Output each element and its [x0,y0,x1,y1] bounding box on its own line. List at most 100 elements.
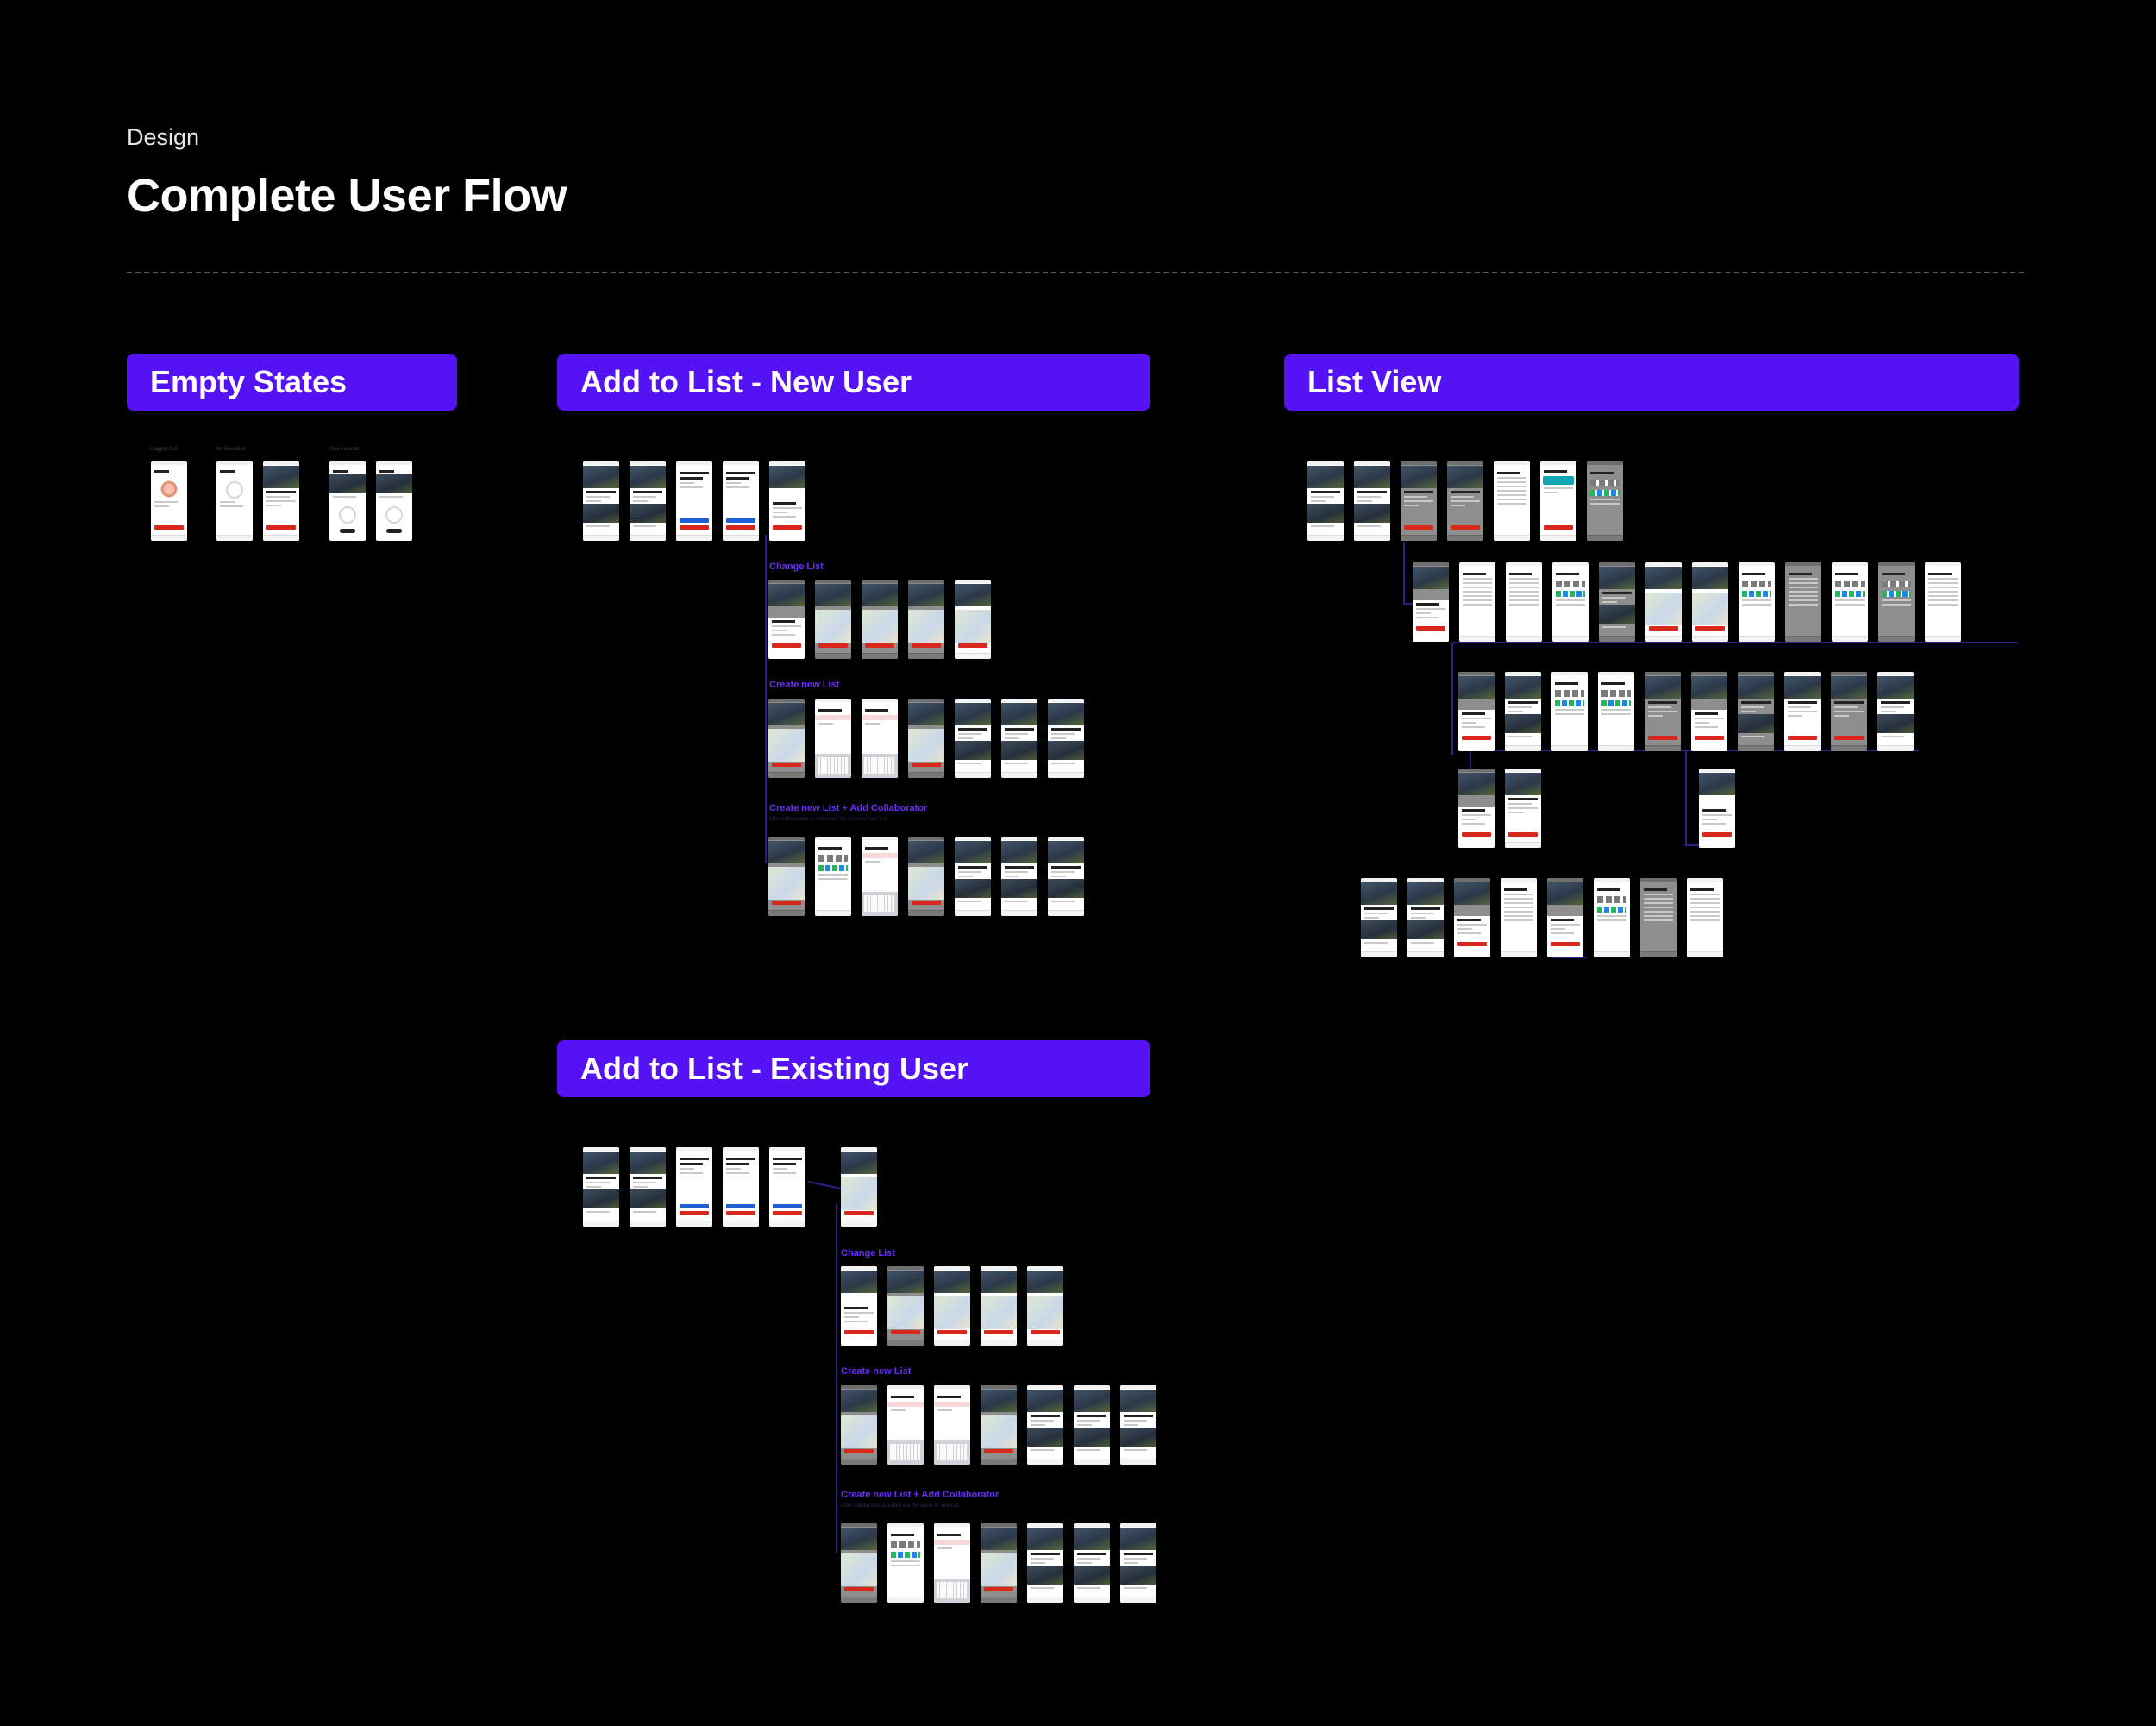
lv-row5-screen-5 [1547,878,1583,957]
lv-row2-screen-12 [1925,562,1961,642]
lv-row3-screen-10 [1877,672,1914,751]
lv-row2-screen-1 [1413,562,1449,642]
eu-create-screen-6 [1074,1385,1110,1465]
nu-change-screen-5 [955,580,991,659]
sublabel-nu-change-list: Change List [769,562,824,572]
lv-row5-screen-6 [1594,878,1630,957]
eu-collab-screen-2 [887,1523,924,1603]
lv-row2-screen-6 [1645,562,1682,642]
lv-row1-screen-3 [1401,461,1437,541]
eu-collab-screen-6 [1074,1523,1110,1603]
group-label-one-favorite: One Favorite [329,447,360,452]
eu-main-screen-4 [723,1147,759,1227]
empty-one-favorite-screen-1 [329,461,366,541]
nu-collab-screen-3 [862,837,898,916]
lv-row3-screen-2 [1505,672,1541,751]
banner-list-view-label: List View [1307,364,1442,399]
eu-create-screen-1 [841,1385,877,1465]
eu-main-screen-2 [630,1147,666,1227]
nu-change-screen-4 [908,580,944,659]
empty-no-favorites-screen-2 [263,461,299,541]
eu-create-screen-7 [1120,1385,1156,1465]
eu-collab-screen-5 [1027,1523,1063,1603]
eu-main-screen-5 [769,1147,805,1227]
nu-create-screen-3 [862,699,898,778]
group-label-logged-out: Logged Out [150,447,178,452]
nu-main-screen-4 [723,461,759,541]
lv-row3-screen-4 [1598,672,1634,751]
nu-change-screen-1 [768,580,805,659]
page-eyebrow: Design [127,124,200,150]
lv-row2-screen-5 [1599,562,1635,642]
lv-row2-screen-2 [1459,562,1495,642]
header-divider [127,272,2024,273]
lv-row2-screen-8 [1739,562,1775,642]
lv-row5-screen-2 [1407,878,1444,957]
sublabel-nu-create-collab: Create new List + Add Collaborator [769,803,928,813]
nu-create-screen-5 [955,699,991,778]
nu-main-screen-3 [676,461,712,541]
lv-row1-screen-4 [1447,461,1483,541]
eu-collab-screen-3 [934,1523,970,1603]
nu-collab-screen-6 [1001,837,1037,916]
sublabel-eu-change-list: Change List [841,1248,895,1258]
nu-change-screen-3 [862,580,898,659]
lv-row1-screen-2 [1354,461,1390,541]
eu-change-screen-1 [841,1266,877,1346]
sublabel-nu-create-list: Create new List [769,680,840,690]
eu-change-screen-4 [981,1266,1017,1346]
lv-row1-screen-5 [1494,461,1530,541]
eu-create-screen-2 [887,1385,924,1465]
lv-row5-screen-4 [1501,878,1537,957]
nu-change-screen-2 [815,580,851,659]
empty-no-favorites-screen-1 [216,461,253,541]
nu-create-screen-7 [1048,699,1084,778]
wire-lv-r3-r4b [1685,750,1699,846]
lv-row3-screen-5 [1645,672,1681,751]
sublabel-nu-create-collab-note: After collaborator is added ask for name… [769,817,887,822]
lv-row1-screen-1 [1307,461,1344,541]
lv-row4-screen-2 [1505,769,1541,848]
nu-create-screen-1 [768,699,805,778]
lv-row4-screen-1 [1458,769,1495,848]
banner-existing-user: Add to List - Existing User [557,1040,1150,1097]
lv-row2-screen-4 [1552,562,1589,642]
nu-collab-screen-4 [908,837,944,916]
lv-row4b-screen-1 [1699,769,1735,848]
eu-collab-screen-4 [981,1523,1017,1603]
lv-row3-screen-6 [1691,672,1727,751]
eu-main-screen-3 [676,1147,712,1227]
banner-empty-states-label: Empty States [150,364,348,399]
eu-create-screen-5 [1027,1385,1063,1465]
eu-added-screen-1 [841,1147,877,1227]
nu-collab-screen-7 [1048,837,1084,916]
banner-empty-states: Empty States [127,354,457,411]
nu-main-screen-5 [769,461,805,541]
lv-row3-screen-8 [1784,672,1821,751]
lv-row1-screen-7 [1587,461,1623,541]
eu-change-screen-2 [887,1266,924,1346]
sublabel-eu-create-collab-note: After collaborator is added ask for name… [841,1503,959,1509]
banner-existing-user-label: Add to List - Existing User [580,1051,969,1086]
nu-main-screen-1 [583,461,619,541]
nu-create-screen-6 [1001,699,1037,778]
wire-eu-main-to-added [807,1181,842,1189]
lv-row5-screen-8 [1687,878,1723,957]
lv-row2-screen-3 [1506,562,1542,642]
eu-create-screen-4 [981,1385,1017,1465]
lv-row5-screen-1 [1361,878,1397,957]
nu-collab-screen-2 [815,837,851,916]
lv-row1-screen-6 [1540,461,1576,541]
eu-main-screen-1 [583,1147,619,1227]
eu-change-screen-5 [1027,1266,1063,1346]
lv-row2-screen-7 [1692,562,1728,642]
nu-create-screen-2 [815,699,851,778]
lv-row2-screen-9 [1785,562,1821,642]
nu-create-screen-4 [908,699,944,778]
lv-row3-screen-1 [1458,672,1495,751]
lv-row3-screen-3 [1551,672,1588,751]
lv-row5-screen-3 [1454,878,1490,957]
lv-row3-screen-7 [1738,672,1774,751]
banner-new-user-label: Add to List - New User [580,364,912,399]
sublabel-eu-create-list: Create new List [841,1366,912,1377]
